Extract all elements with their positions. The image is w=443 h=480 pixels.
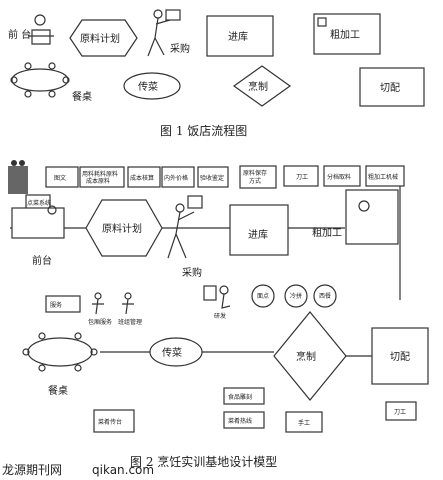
fig1-cook-label: 烹制	[248, 80, 268, 93]
research-icon	[203, 285, 231, 309]
fig1-purchase-label: 采购	[170, 42, 190, 55]
fig1-cook-node	[232, 65, 292, 107]
fig1-cut-label: 切配	[380, 82, 400, 94]
fig1-rough-node	[313, 13, 381, 55]
fig2-rough-box-node	[365, 165, 405, 187]
fig2-purchaser-icon	[167, 195, 203, 259]
fig2-order-label: 点菜系统	[27, 199, 51, 207]
svg-text:分档取料: 分档取料	[327, 173, 351, 181]
fig2-serve-label: 传菜	[162, 347, 182, 359]
purchaser-figure-icon	[147, 9, 181, 57]
svg-text:食品雕刻: 食品雕刻	[228, 393, 252, 401]
fig2-caption: 图 2 烹饪实训基地设计模型	[130, 454, 277, 469]
fig1-plan-node	[69, 19, 138, 57]
fig2-food-carve-node	[223, 387, 265, 405]
watermark-right: qikan.com	[92, 463, 154, 477]
fig2-service-node	[45, 295, 81, 313]
fig2-store-node	[229, 204, 289, 256]
fig1-cut-node	[359, 67, 425, 107]
svg-text:包厢服务: 包厢服务	[88, 318, 112, 326]
fig1-rough-label: 粗加工	[330, 29, 360, 41]
svg-text:手工: 手工	[298, 419, 310, 427]
svg-text:西餐: 西餐	[319, 292, 331, 300]
svg-text:服务: 服务	[50, 301, 62, 309]
fig2-storage-node	[239, 165, 277, 189]
fig1-front-desk-label: 前 台	[8, 28, 31, 41]
watermark: 龙源期刊网 qikan.com	[2, 463, 154, 477]
fig1-table-label: 餐桌	[72, 90, 92, 103]
fig2-cook-label: 烹制	[296, 350, 316, 363]
crowd-figures-icon	[8, 160, 28, 194]
svg-text:粗加工机械: 粗加工机械	[368, 173, 398, 181]
fig2-table-label: 餐桌	[48, 384, 68, 397]
svg-text:成本原料: 成本原料	[86, 177, 110, 185]
svg-text:验收鉴定: 验收鉴定	[200, 174, 224, 182]
fig1-serve-node	[123, 72, 181, 100]
fig2-research-label: 研发	[214, 312, 226, 320]
fig2-cook-node	[273, 311, 347, 401]
svg-text:内外价格: 内外价格	[164, 174, 188, 182]
fig2-front-desk-node	[11, 207, 65, 239]
svg-text:冷拼: 冷拼	[290, 292, 302, 300]
fig2-cut-node	[371, 327, 429, 385]
fig2-rough-label: 粗加工	[312, 227, 342, 239]
fig2-pot-1	[251, 284, 275, 308]
fig2-plan-node	[85, 199, 163, 257]
fig2-cut-label: 切配	[390, 351, 410, 363]
front-desk-person-icon	[28, 14, 54, 45]
fig2-share-node	[323, 165, 361, 187]
figure-1: 前 台 原料计划 采购 进库 粗加工 餐桌 传菜 烹制	[8, 9, 425, 138]
fig1-table-node	[11, 68, 69, 92]
svg-text:刀工: 刀工	[296, 174, 308, 181]
figure-2: 图文 用料耗料原料 成本原料 成本核算 内外价格 验收鉴定 点菜系统 前台 原料…	[8, 160, 429, 469]
service-figures-icon	[92, 292, 134, 315]
fig2-plan-label: 原料计划	[102, 222, 142, 235]
fig2-knife-node	[283, 165, 319, 187]
fig2-purchase-label: 采购	[182, 266, 202, 279]
svg-text:用料耗料原料: 用料耗料原料	[82, 170, 118, 178]
fig1-caption: 图 1 饭店流程图	[160, 123, 247, 138]
fig2-rough-machine-node	[345, 189, 399, 245]
fig2-knife-work-node	[385, 401, 417, 421]
fig2-dish-platform-node	[93, 409, 135, 433]
fig2-handwork-node	[285, 411, 323, 433]
fig1-plan-label: 原料计划	[80, 32, 120, 45]
fig2-pot-2	[284, 284, 308, 308]
svg-text:刀工: 刀工	[394, 409, 406, 416]
fig2-pot-3	[313, 284, 337, 308]
fig1-serve-label: 传菜	[138, 81, 158, 93]
fig2-pastry-node	[223, 411, 265, 429]
fig2-front-desk-label: 前台	[32, 254, 52, 267]
svg-text:菜肴热线: 菜肴热线	[228, 417, 252, 425]
fig1-store-label: 进库	[228, 30, 248, 43]
svg-text:成本核算: 成本核算	[130, 174, 154, 182]
svg-text:面点: 面点	[257, 292, 269, 300]
svg-text:原料保存: 原料保存	[243, 169, 267, 177]
svg-text:方式: 方式	[249, 177, 261, 185]
svg-text:图文: 图文	[54, 174, 66, 182]
watermark-left: 龙源期刊网	[2, 463, 62, 477]
svg-text:菜肴传台: 菜肴传台	[98, 418, 122, 426]
svg-text:班组管理: 班组管理	[118, 318, 142, 326]
fig1-store-node	[206, 15, 274, 57]
fig2-table-node	[27, 337, 93, 367]
fig2-store-label: 进库	[248, 228, 268, 241]
top-boxes: 图文 用料耗料原料 成本原料 成本核算 内外价格 验收鉴定	[45, 166, 229, 188]
